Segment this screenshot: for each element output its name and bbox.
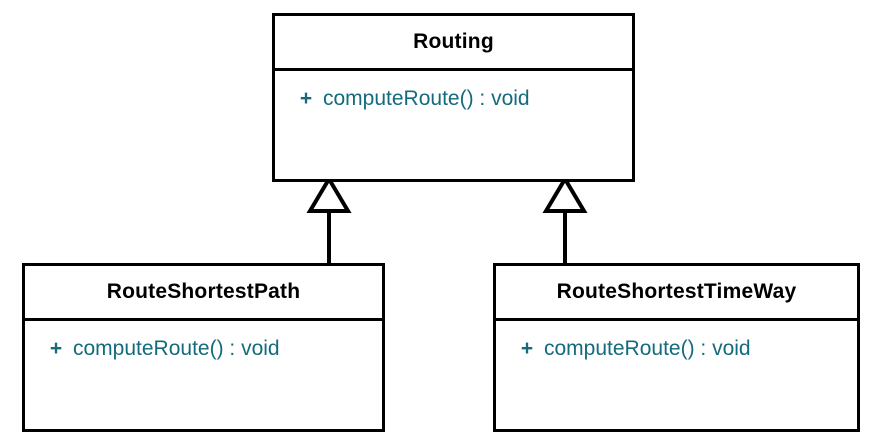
- uml-member-visibility-public: +: [49, 337, 63, 360]
- uml-class-header-routeshortesttimeway: RouteShortestTimeWay: [496, 266, 857, 321]
- uml-class-name-routing: Routing: [413, 30, 494, 53]
- uml-class-routing[interactable]: Routing + computeRoute() : void: [272, 13, 635, 182]
- uml-member-computeroute-routing[interactable]: + computeRoute() : void: [275, 87, 632, 111]
- uml-member-signature: computeRoute() : void: [73, 337, 280, 360]
- uml-class-body-routing: + computeRoute() : void: [275, 71, 632, 179]
- uml-class-body-routeshortesttimeway: + computeRoute() : void: [496, 321, 857, 429]
- generalization-connector-routeshortesttimeway[interactable]: [532, 175, 602, 271]
- uml-member-computeroute-routeshortesttimeway[interactable]: + computeRoute() : void: [496, 337, 857, 361]
- uml-class-header-routeshortestpath: RouteShortestPath: [25, 266, 382, 321]
- uml-class-routeshortestpath[interactable]: RouteShortestPath + computeRoute() : voi…: [22, 263, 385, 432]
- hollow-triangle-arrowhead-left: [306, 175, 352, 213]
- uml-member-signature: computeRoute() : void: [544, 337, 751, 360]
- uml-member-visibility-public: +: [299, 87, 313, 110]
- uml-member-computeroute-routeshortestpath[interactable]: + computeRoute() : void: [25, 337, 382, 361]
- uml-class-body-routeshortestpath: + computeRoute() : void: [25, 321, 382, 429]
- uml-class-routeshortesttimeway[interactable]: RouteShortestTimeWay + computeRoute() : …: [493, 263, 860, 432]
- uml-member-visibility-public: +: [520, 337, 534, 360]
- generalization-connector-routeshortestpath[interactable]: [296, 175, 366, 271]
- uml-member-signature: computeRoute() : void: [323, 87, 530, 110]
- generalization-arrow-left: [306, 175, 352, 270]
- uml-class-name-routeshortesttimeway: RouteShortestTimeWay: [556, 280, 797, 303]
- uml-class-name-routeshortestpath: RouteShortestPath: [106, 280, 301, 303]
- generalization-arrow-right: [542, 175, 588, 270]
- uml-class-header-routing: Routing: [275, 16, 632, 71]
- hollow-triangle-arrowhead-right: [542, 175, 588, 213]
